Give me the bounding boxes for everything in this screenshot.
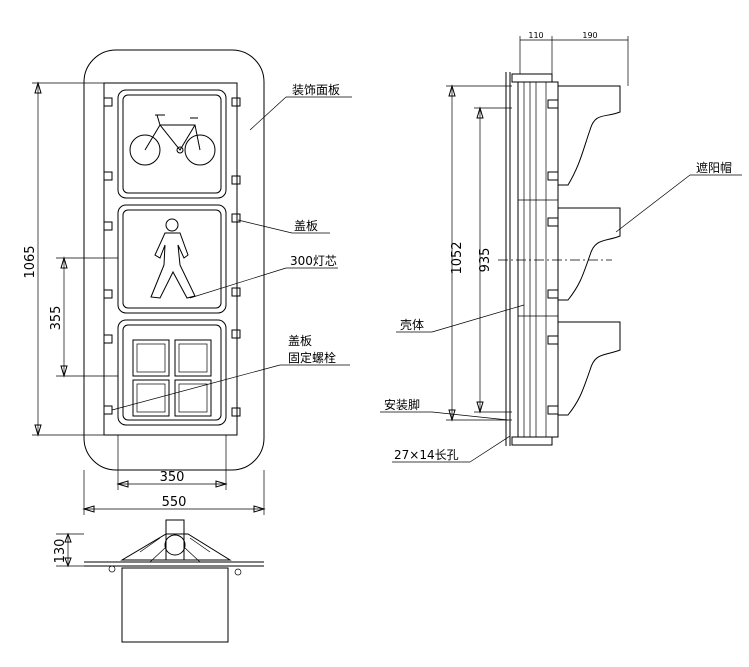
label-cover-2: 盖板 — [288, 334, 312, 348]
dim-190-text: 190 — [582, 31, 597, 40]
dim-1065: 1065 — [23, 81, 104, 437]
visor-2 — [558, 207, 621, 301]
bicycle-icon — [129, 114, 216, 166]
visor-3 — [558, 321, 621, 416]
side-bolts-right — [547, 99, 559, 415]
label-visor: 遮阳帽 — [696, 160, 732, 175]
dim-350-text: 350 — [160, 470, 185, 485]
dim-350: 350 — [116, 435, 228, 490]
dim-355-text: 355 — [49, 306, 64, 331]
dim-1065-text: 1065 — [23, 245, 38, 278]
label-lamp-core: 300灯芯 — [290, 254, 337, 268]
bottom-view: 130 — [53, 519, 264, 643]
label-mount-foot: 安装脚 — [384, 397, 420, 412]
visor-1 — [558, 85, 621, 186]
decor-panel-outline — [83, 49, 265, 471]
mount-base-rect — [121, 567, 229, 643]
dim-935-text: 935 — [478, 248, 493, 273]
side-bolts — [103, 97, 241, 417]
side-view: 110 190 1052 935 遮阳帽 壳体 安装脚 27×14长孔 — [380, 31, 742, 463]
bicycle-module — [117, 89, 227, 199]
label-cover: 盖板 — [294, 219, 318, 233]
dim-550-text: 550 — [162, 495, 187, 510]
dim-1052-text: 1052 — [450, 241, 465, 274]
dim-355: 355 — [49, 256, 118, 378]
label-fix-bolt: 固定螺栓 — [288, 350, 336, 365]
dim-130-text: 130 — [53, 539, 68, 564]
dim-110-text: 110 — [528, 31, 543, 40]
front-view: 1065 355 350 550 装饰面板 — [23, 49, 352, 515]
label-decor-panel: 装饰面板 — [292, 83, 340, 97]
housing-outline — [103, 82, 238, 436]
lamp-core-module — [117, 319, 227, 426]
dim-550: 550 — [82, 470, 266, 515]
pedestrian-icon — [150, 218, 196, 299]
label-housing: 壳体 — [400, 318, 424, 332]
label-slot: 27×14长孔 — [394, 448, 459, 462]
pedestrian-module — [117, 204, 227, 314]
